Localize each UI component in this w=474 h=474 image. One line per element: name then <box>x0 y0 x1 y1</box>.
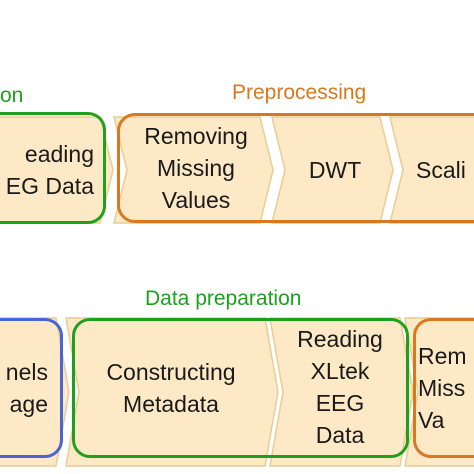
step-label-constructing-metadata: Constructing Metadata <box>106 359 236 417</box>
step-arrow-removing-missing <box>113 116 274 224</box>
preprocessing-group-box <box>117 113 474 223</box>
step-label-dwt: DWT <box>308 157 362 183</box>
acquisition-group-label: on <box>0 84 24 107</box>
step-label-reading-eeg: eading EG Data <box>5 141 94 199</box>
step-arrow-reading-eeg <box>0 116 114 224</box>
preprocessing-group-box-2 <box>413 318 474 458</box>
data-preparation-group-box <box>72 318 409 458</box>
step-arrow-scaling <box>389 116 474 224</box>
step-label-scaling: Scali <box>416 157 466 183</box>
preprocessing-group-label: Preprocessing <box>232 81 367 104</box>
step-arrow-reading-xltek <box>269 317 414 467</box>
channels-group-box <box>0 318 63 458</box>
acquisition-group-box <box>0 112 106 224</box>
step-label-channels: nels age <box>5 359 48 417</box>
step-arrow-dwt <box>271 116 394 224</box>
step-label-removing-missing-2: Rem Miss Va <box>418 343 467 433</box>
step-label-reading-xltek: Reading XLtek EEG Data <box>297 326 383 448</box>
data-preparation-group-label: Data preparation <box>145 287 302 310</box>
step-label-removing-missing: Removing Missing Values <box>144 123 248 213</box>
